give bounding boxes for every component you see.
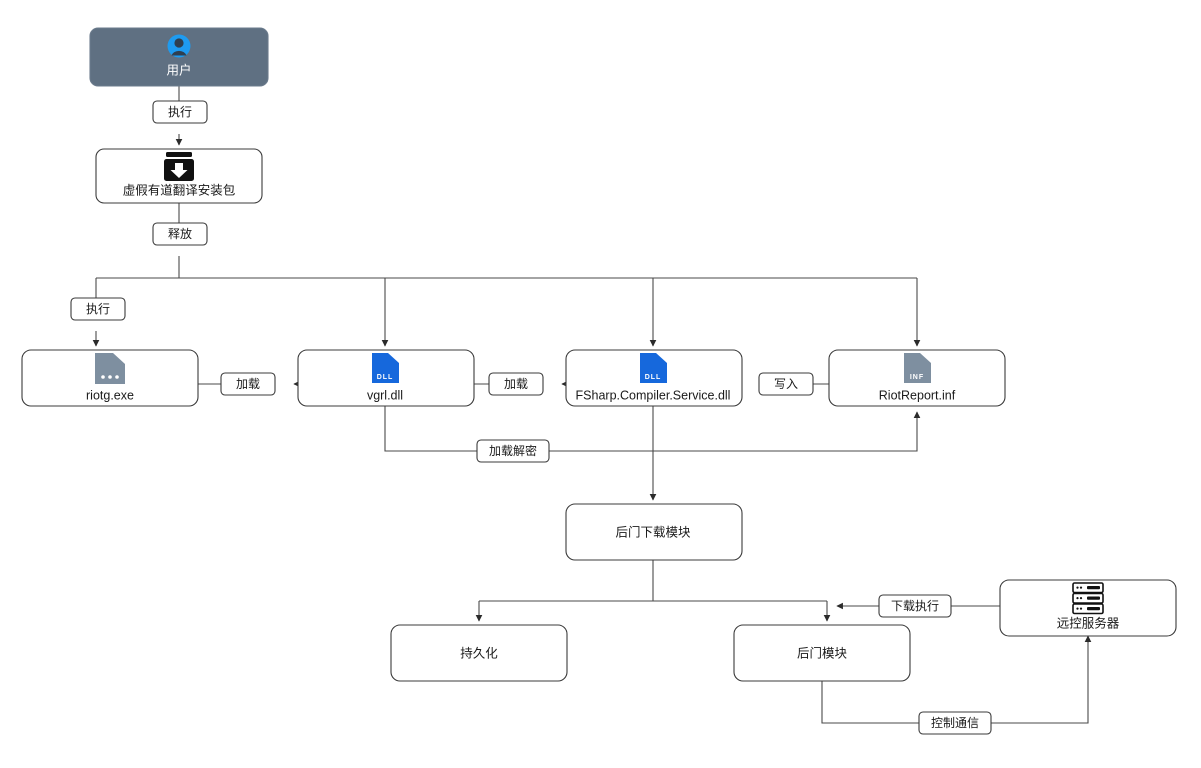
edge-label-download-exec: 下载执行 <box>878 594 952 618</box>
edge-label-exec-1-text: 执行 <box>168 105 192 119</box>
node-c2-server[interactable]: 远控服务器 <box>999 579 1177 637</box>
edge-label-write-rect <box>758 372 814 396</box>
edge-label-download-exec-text: 下载执行 <box>891 599 939 613</box>
edge-vgrl-decrypt-to-inf <box>384 406 921 452</box>
edge-label-c2-communication-rect <box>918 711 992 735</box>
node-fake-installer[interactable]: 虚假有道翻译安装包 <box>95 148 263 204</box>
node-riotreport-inf-label: RiotReport.inf <box>879 388 956 402</box>
edge-label-download-exec-rect <box>878 594 952 618</box>
edge-label-load-decrypt: 加载解密 <box>476 439 550 463</box>
edge-label-exec-1-rect <box>152 100 208 124</box>
node-persistence[interactable]: 持久化 <box>390 624 568 682</box>
dll-icon-text: DLL <box>377 374 394 381</box>
edge-label-load-1: 加载 <box>220 372 276 396</box>
node-persistence-rect[interactable] <box>390 624 568 682</box>
node-fsharp-dll-label: FSharp.Compiler.Service.dll <box>576 388 731 402</box>
inf-icon-text: INF <box>910 374 924 381</box>
edge-label-c2-communication-text: 控制通信 <box>931 716 979 730</box>
edge-label-load-2: 加载 <box>488 372 544 396</box>
node-backdoor-module-rect[interactable] <box>733 624 911 682</box>
node-user[interactable]: 用户 <box>89 27 269 87</box>
node-backdoor-download-module[interactable]: 后门下载模块 <box>565 503 743 561</box>
node-riotg-exe-label: riotg.exe <box>86 388 134 402</box>
edge-label-load-2-rect <box>488 372 544 396</box>
edge-label-write-text: 写入 <box>774 377 798 391</box>
edge-label-release-rect <box>152 222 208 246</box>
node-fake-installer-label: 虚假有道翻译安装包 <box>123 182 236 197</box>
node-persistence-label: 持久化 <box>460 645 498 660</box>
user-avatar-icon <box>167 34 191 58</box>
edge-label-release-text: 释放 <box>168 226 192 241</box>
edge-label-exec-1: 执行 <box>152 100 208 124</box>
node-backdoor-download-module-rect[interactable] <box>565 503 743 561</box>
node-vgrl-dll-label: vgrl.dll <box>367 388 403 402</box>
edge-label-exec-2: 执行 <box>70 297 126 321</box>
edge-label-c2-communication: 控制通信 <box>918 711 992 735</box>
node-fsharp-dll[interactable]: DLL FSharp.Compiler.Service.dll <box>565 349 743 407</box>
exe-file-icon <box>95 353 125 384</box>
node-riotreport-inf[interactable]: INF RiotReport.inf <box>828 349 1006 407</box>
edge-label-load-1-text: 加载 <box>236 377 260 391</box>
node-backdoor-module[interactable]: 后门模块 <box>733 624 911 682</box>
edge-label-load-decrypt-rect <box>476 439 550 463</box>
node-backdoor-module-label: 后门模块 <box>797 645 848 660</box>
edge-label-load-2-text: 加载 <box>504 377 528 391</box>
node-vgrl-dll[interactable]: DLL vgrl.dll <box>297 349 475 407</box>
dll-file-icon: DLL <box>640 353 667 383</box>
edge-c2comm-right-leg <box>991 636 1089 724</box>
download-package-icon <box>164 152 194 181</box>
node-backdoor-download-module-label: 后门下载模块 <box>615 524 691 539</box>
edge-label-write: 写入 <box>758 372 814 396</box>
inf-file-icon: INF <box>904 353 931 383</box>
node-user-label: 用户 <box>166 62 191 77</box>
edge-label-exec-2-rect <box>70 297 126 321</box>
dll-icon-text: DLL <box>645 374 662 381</box>
node-riotg-exe[interactable]: riotg.exe <box>21 349 199 407</box>
edge-label-load-decrypt-text: 加载解密 <box>489 443 537 458</box>
edge-label-exec-2-text: 执行 <box>86 302 110 316</box>
server-icon <box>1072 582 1104 615</box>
edge-label-load-1-rect <box>220 372 276 396</box>
node-c2-server-label: 远控服务器 <box>1057 615 1120 630</box>
edge-label-release: 释放 <box>152 222 208 246</box>
dll-file-icon: DLL <box>372 353 399 383</box>
